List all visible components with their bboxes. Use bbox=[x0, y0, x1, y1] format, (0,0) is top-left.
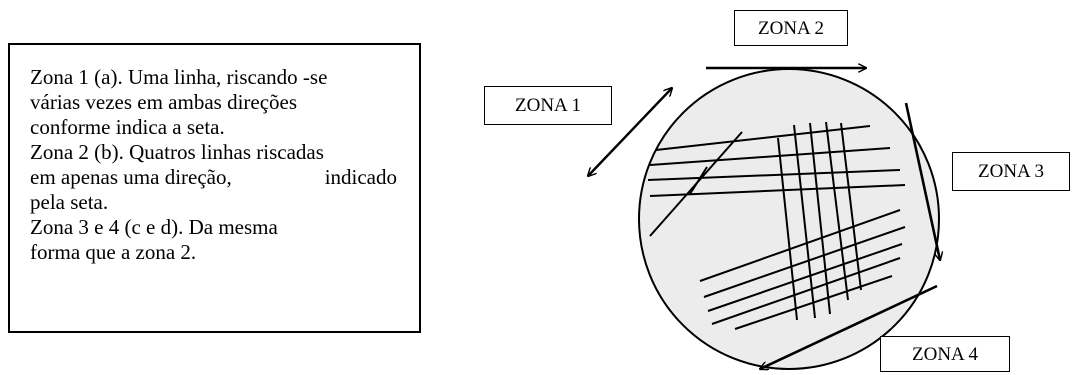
description-line: várias vezes em ambas direções bbox=[30, 90, 298, 114]
zone-4-label: ZONA 4 bbox=[880, 336, 1010, 372]
description-line: Zona 1 (a). Uma linha, riscando -se bbox=[30, 65, 328, 89]
description-line: forma que a zona 2. bbox=[30, 240, 197, 264]
streak-line bbox=[649, 147, 891, 166]
description-box: Zona 1 (a). Uma linha, riscando -se vári… bbox=[8, 43, 421, 333]
zone-3-label: ZONA 3 bbox=[952, 152, 1070, 191]
streak-line bbox=[649, 184, 906, 197]
description-line: em apenas uma direção, indicado bbox=[30, 165, 397, 190]
streak-line bbox=[689, 166, 708, 195]
description-line-part: indicado bbox=[324, 165, 397, 189]
zone-1-label: ZONA 1 bbox=[484, 86, 612, 125]
streak-line bbox=[793, 124, 816, 319]
description-line: Zona 2 (b). Quatros linhas riscadas bbox=[30, 140, 324, 164]
zone-2-label: ZONA 2 bbox=[734, 10, 848, 46]
streak-line bbox=[777, 137, 798, 321]
streak-line bbox=[809, 122, 831, 315]
streak-line bbox=[703, 226, 906, 298]
streak-line bbox=[840, 122, 862, 291]
streak-line bbox=[655, 125, 871, 151]
streak-line bbox=[647, 169, 901, 181]
zone3-arrow bbox=[904, 102, 940, 260]
description-line: Zona 3 e 4 (c e d). Da mesma bbox=[30, 215, 278, 239]
streak-line bbox=[734, 275, 893, 330]
description-line: pela seta. bbox=[30, 190, 109, 214]
zone1-double-arrow bbox=[588, 88, 672, 176]
streak-line bbox=[707, 243, 903, 312]
streak-lines bbox=[647, 121, 906, 330]
description-line: conforme indica a seta. bbox=[30, 115, 225, 139]
petri-dish bbox=[638, 68, 940, 370]
streak-line bbox=[711, 257, 901, 325]
streak-line bbox=[699, 209, 901, 282]
streak-line bbox=[825, 121, 849, 301]
description-line-part: em apenas uma direção, bbox=[30, 165, 232, 189]
zone4-arrow bbox=[760, 284, 938, 369]
